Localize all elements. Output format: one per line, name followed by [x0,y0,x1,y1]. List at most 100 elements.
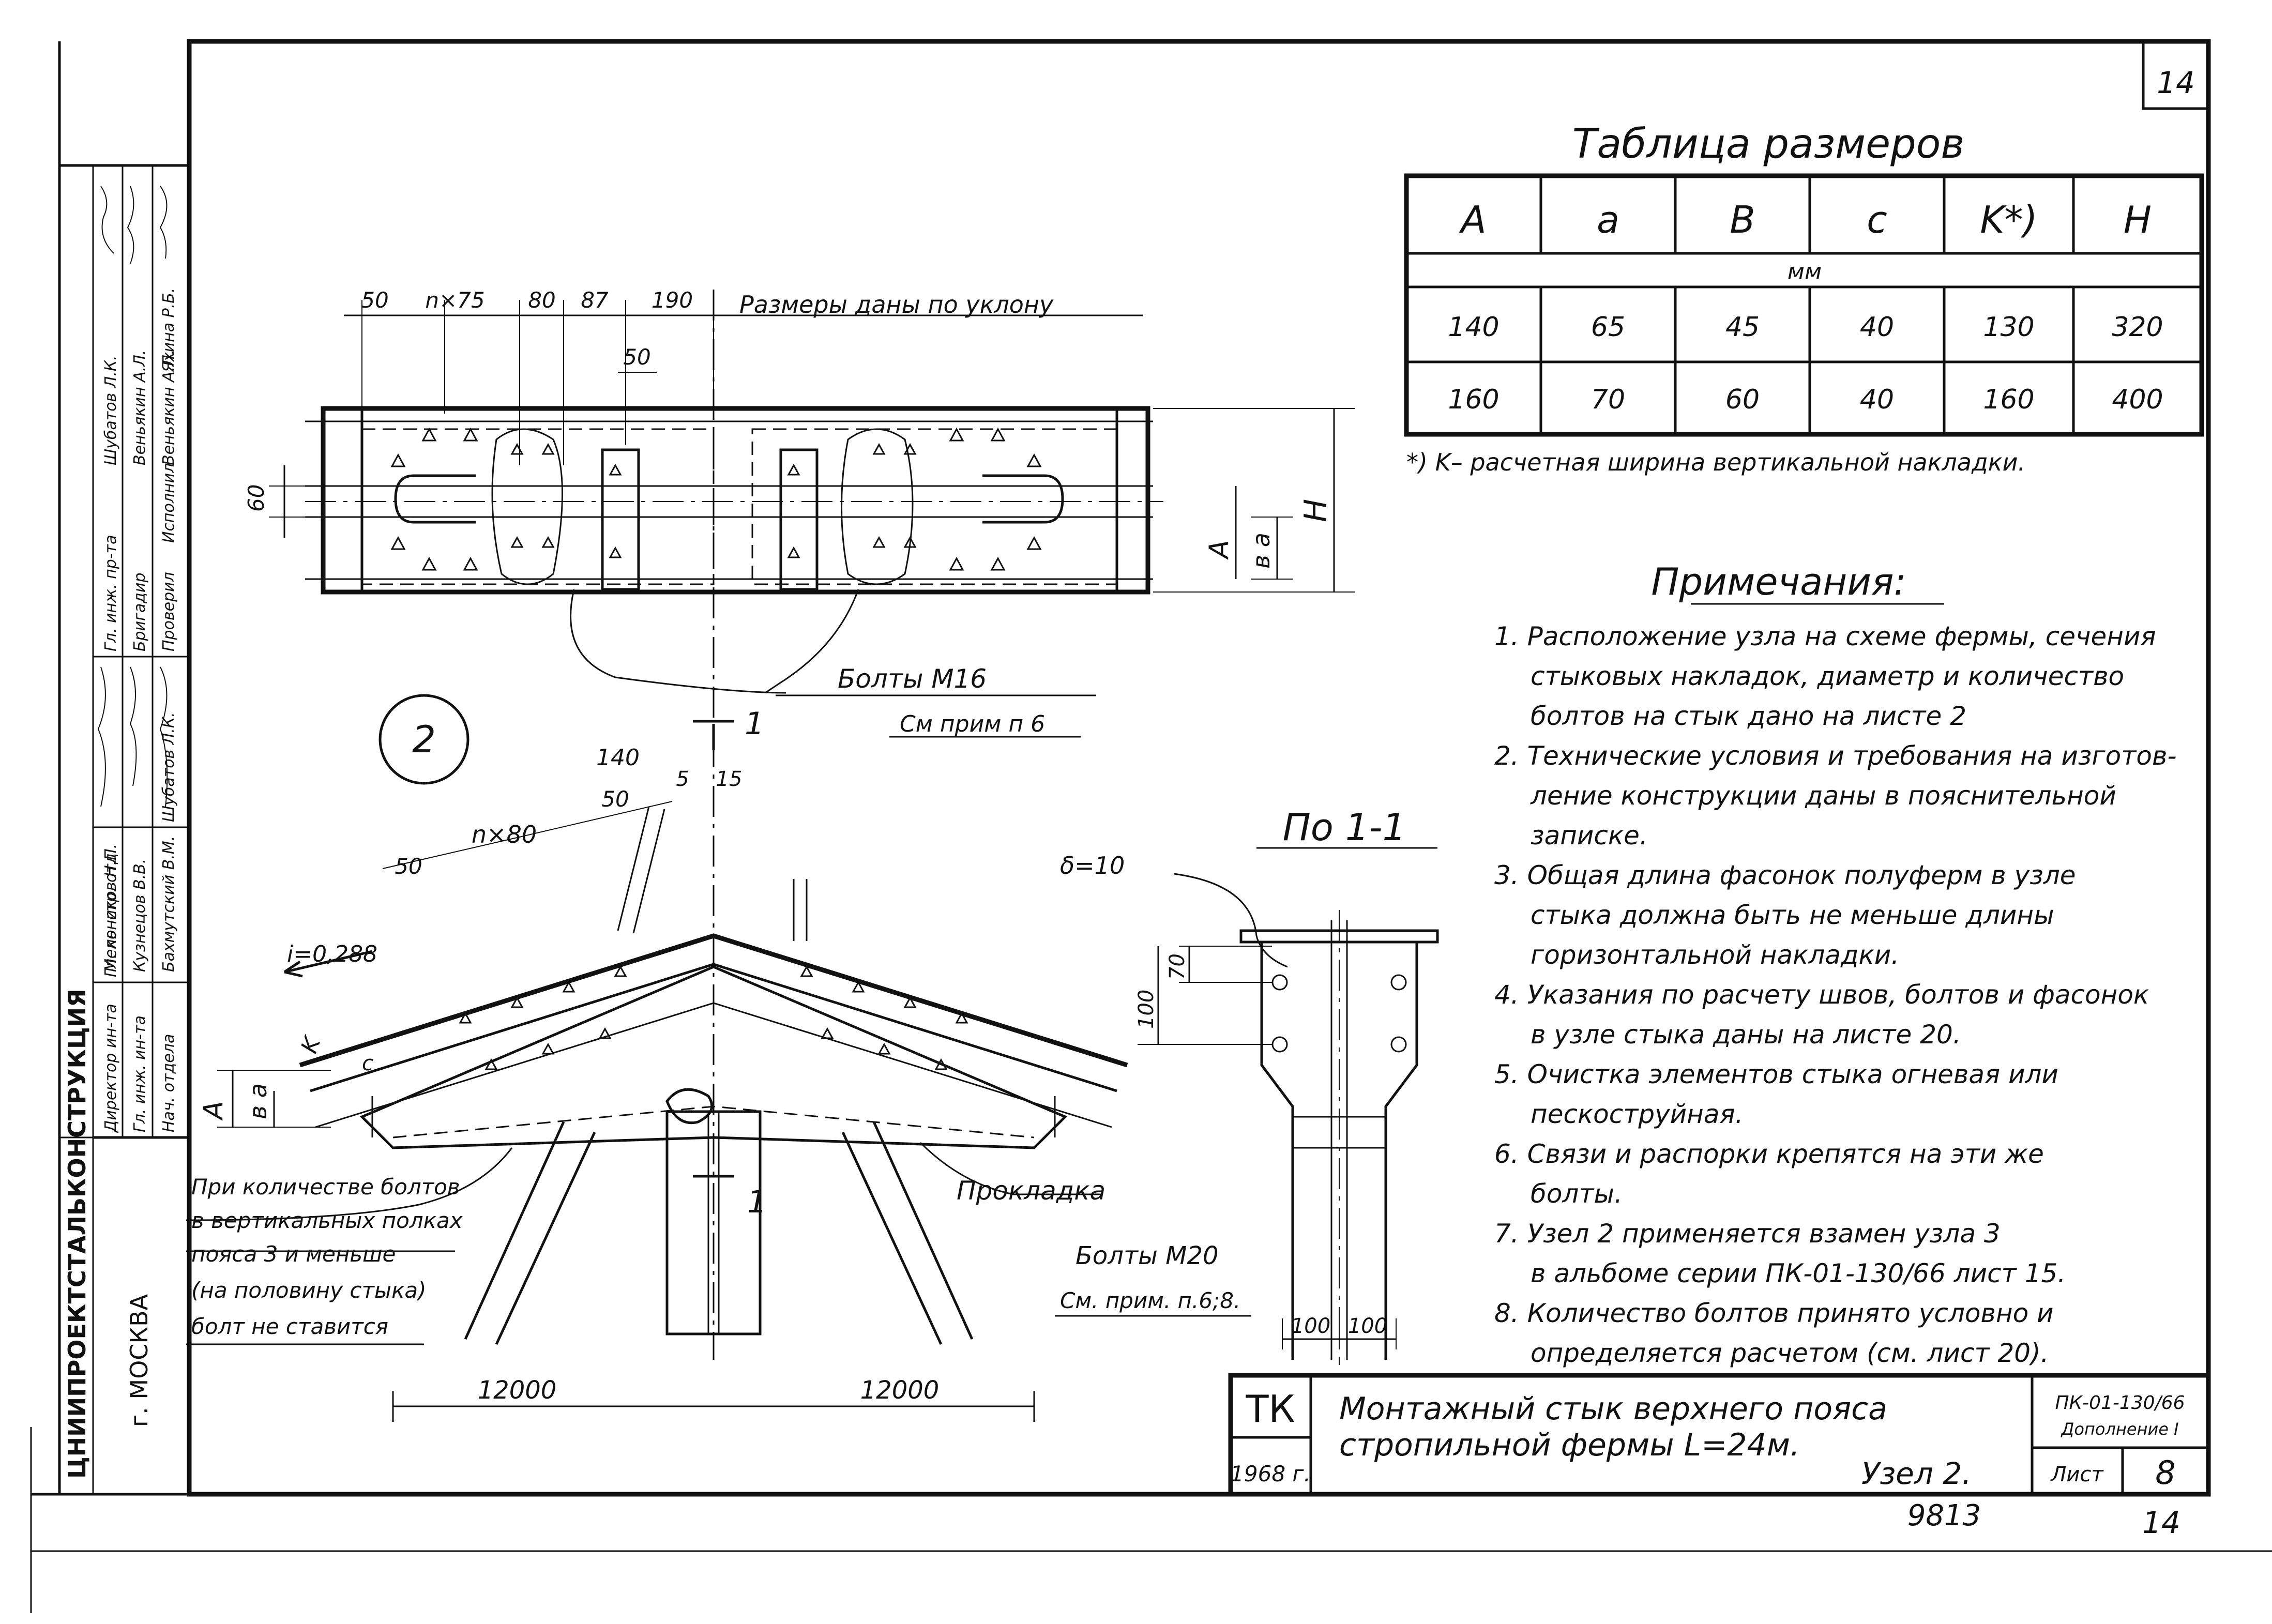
title-series-1: ПК-01-130/66 [2055,1392,2185,1414]
section-dim-100v: 100 [1134,990,1158,1029]
note-line: 6. Связи и распорки крепятся на эти же [1494,1139,2044,1169]
stamp-role-6: Бригадир [131,572,149,651]
node-dim-n80: n×80 [472,821,537,848]
stamp-role-5: Гл. инж. пр-та [102,535,120,651]
table-header-H: H [2124,198,2152,241]
stamp-role-7: Проверил [160,572,178,651]
table-unit: мм [1788,259,1822,285]
table-header-K: K*) [1980,198,2037,241]
table-header-B: B [1730,198,1755,241]
note-line: в узле стыка даны на листе 20. [1531,1020,1961,1050]
stamp-name-4: Шубатов Л.К. [160,712,178,822]
table-r2-c3: 60 [1725,384,1760,415]
section-view [1138,847,1439,1365]
stamp-name-1: Мельников Н.П. [102,844,120,972]
note-line: стыка должна быть не меньше длины [1531,900,2054,930]
plan-bolts-label: Болты М16 [838,664,987,694]
note-line: стыковых накладок, диаметр и количество [1531,661,2124,691]
stamp-name-3: Бахмутский В.М. [160,836,178,972]
node-note-line: болт не ставится [191,1314,388,1339]
note-line: ление конструкции даны в пояснительной [1530,781,2116,811]
node-note-line: пояса 3 и меньше [191,1241,396,1267]
node-dim-140: 140 [596,745,640,771]
table-r1-c1: 140 [1448,312,1499,343]
node-dim-K: K [296,1032,326,1057]
node-gasket-label: Прокладка [957,1176,1105,1206]
title-line-1: Монтажный стык верхнего пояса [1339,1391,1887,1427]
stamp-role-4: Гл. констр. отд [102,853,120,977]
notes-title: Примечания: [1651,560,1906,603]
plan-bolts-ref: См прим п 6 [900,711,1045,737]
page-number-bottom: 14 [2142,1505,2180,1540]
table-r1-c5: 130 [1983,312,2034,343]
stamp-name-7: Веньякин А.Л. [160,350,178,465]
section-dim-70: 70 [1165,953,1189,980]
table-r2-c4: 40 [1860,384,1894,415]
table-header-a: a [1597,198,1619,241]
section-dim-100b: 100 [1348,1314,1387,1338]
title-year: 1968 г. [1230,1461,1311,1486]
title-line-2: стропильной фермы L=24м. [1339,1427,1800,1463]
node-dim-15: 15 [716,767,743,791]
note-line: 3. Общая длина фасонок полуферм в узле [1494,860,2076,890]
section-dim-100a: 100 [1291,1314,1330,1338]
node-bolts-ref: См. прим. п.6;8. [1060,1288,1240,1313]
table-header-A: A [1459,198,1486,241]
stamp-role-3: Нач. отдела [160,1034,178,1132]
title-sheet-number: 8 [2155,1454,2175,1492]
node-note-line: (на половину стыка) [191,1278,427,1303]
node-dim-A: A [198,1101,229,1121]
node-dim-5: 5 [676,767,689,791]
plan-dim-a: в a [1247,533,1275,569]
stamp-city: г. МОСКВА [125,1294,153,1427]
plan-dim-1: 50 [361,287,388,313]
note-line: болтов на стык дано на листе 2 [1531,701,1966,731]
table-r2-c2: 70 [1591,384,1625,415]
plan-dim-4: 87 [581,287,609,313]
node-span-right: 12000 [860,1376,940,1405]
stamp-name-8: Яхина Р.Б. [160,288,178,373]
title-node: Узел 2. [1861,1456,1972,1491]
node-dim-ba: в a [244,1083,272,1119]
note-line: 8. Количество болтов принято условно и [1494,1298,2054,1328]
node-note-line: При количестве болтов [191,1174,460,1200]
stamp-name-5: Шубатов Л.К. [102,355,120,465]
plan-dim-H: H [1298,499,1334,522]
plan-view [269,290,1355,1360]
node-dim-50-right: 50 [601,786,629,812]
stamp-role-1: Директор ин-та [102,1004,120,1133]
plan-note-slope: Размеры даны по уклону [739,291,1054,318]
note-line: 1. Расположение узла на схеме фермы, сеч… [1494,621,2156,651]
note-line: 4. Указания по расчету швов, болтов и фа… [1494,980,2149,1010]
plan-dim-3: 80 [528,287,555,313]
plan-dim-inner: 50 [623,344,650,370]
plan-dim-2: n×75 [425,287,484,313]
note-line: определяется расчетом (см. лист 20). [1531,1338,2049,1368]
note-line: 7. Узел 2 применяется взамен узла 3 [1494,1219,2001,1249]
table-header-c: c [1867,198,1887,241]
node-view [186,694,1128,1422]
stamp-name-6: Веньякин А.Л. [131,350,149,465]
stamp-role-8: Исполнил [160,463,178,543]
node-bolt-holes [459,965,968,1070]
stamp-role-2: Гл. инж. ин-та [131,1015,149,1132]
table-footnote: *) K– расчетная ширина вертикальной накл… [1406,448,2025,476]
note-line: в альбоме серии ПК-01-130/66 лист 15. [1531,1258,2066,1288]
table-r1-c3: 45 [1725,312,1760,343]
title-sheet-label: Лист [2050,1463,2104,1486]
section-mark-top: 1 [745,706,764,742]
sheet-number-top: 14 [2157,65,2195,100]
plan-bolt-holes [390,427,1042,571]
plan-dim-A: A [1204,540,1235,560]
inventory-number: 9813 [1907,1499,1981,1532]
table-r2-c5: 160 [1983,384,2034,415]
dimensions-table [1404,173,2204,437]
section-mark-bottom: 1 [747,1184,767,1220]
table-title: Таблица размеров [1572,121,1965,168]
node-number-circle [378,694,469,785]
left-stamp [58,164,191,1496]
title-series-2: Дополнение I [2060,1419,2178,1439]
node-slope: i=0,288 [287,941,377,967]
table-r1-c2: 65 [1591,312,1625,343]
